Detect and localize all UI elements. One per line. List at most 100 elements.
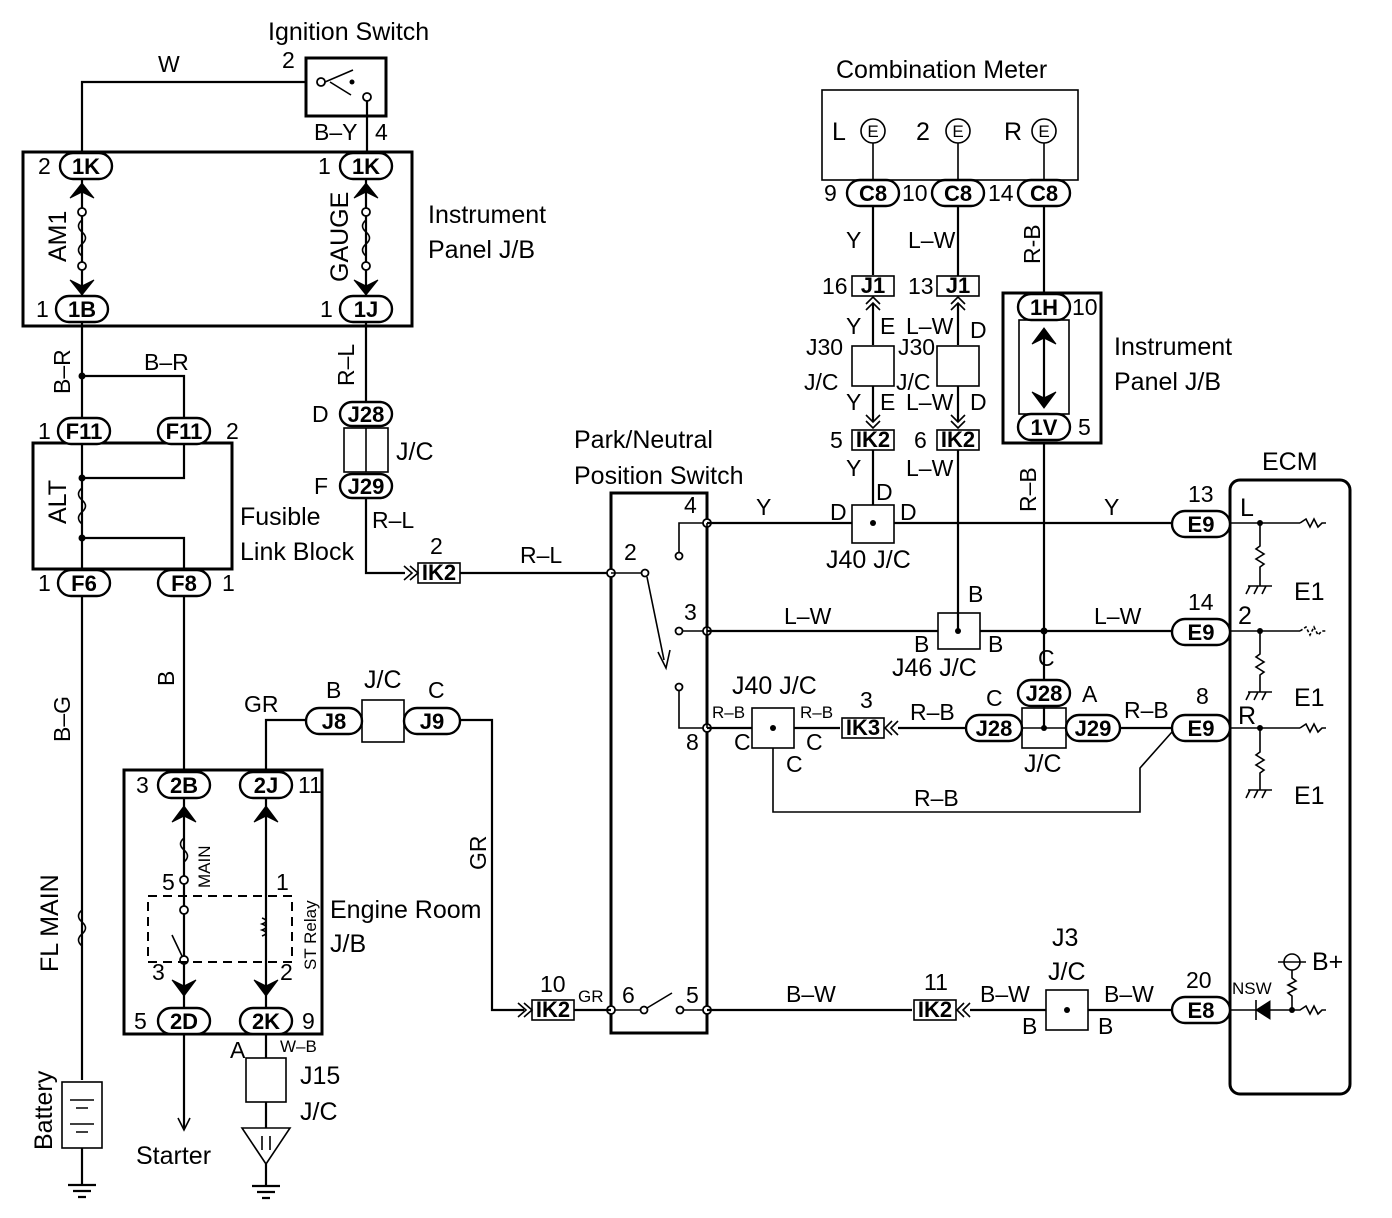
wire-label-b-g: B–G <box>49 696 75 742</box>
connector-arrow <box>865 295 881 311</box>
park-neutral-label: Position Switch <box>574 462 744 490</box>
pullup-resistor <box>1286 970 1298 1010</box>
connector-label: J1 <box>861 273 885 298</box>
fuse-label-fl-main: FL MAIN <box>36 874 64 972</box>
connector-f11 <box>56 416 112 446</box>
pin-label: C <box>806 729 823 755</box>
pin-label: C <box>428 677 445 703</box>
junction-connector-j15 <box>245 1057 287 1103</box>
pin-label: B <box>914 631 929 657</box>
connector-label: IK2 <box>422 560 456 585</box>
jc-label: J/C <box>804 369 839 395</box>
pin-label: B <box>326 677 341 703</box>
pin-label: 2 <box>226 418 239 444</box>
terminal-arrow <box>69 279 95 296</box>
pin-label: 5 <box>1078 414 1091 440</box>
starter-arrow-icon <box>177 1117 191 1132</box>
wire-label-r-l: R–L <box>333 344 359 386</box>
wire-w <box>80 80 306 153</box>
ecm-ground-label: E1 <box>1294 578 1325 606</box>
pin-label: 4 <box>684 492 697 518</box>
switch-contact <box>674 551 684 561</box>
wire-label-b-w: B–W <box>786 981 836 1007</box>
combination-meter-label: Combination Meter <box>836 56 1047 84</box>
pin-label: 8 <box>1196 683 1209 709</box>
connector-label: 1H <box>1030 295 1058 320</box>
terminal-arrow <box>171 979 197 997</box>
terminal-arrow <box>69 182 95 199</box>
connector-arrow <box>403 565 420 581</box>
junction-dot <box>78 534 86 542</box>
wire-label-y: Y <box>846 313 861 339</box>
fusible-link-label: Link Block <box>240 538 354 566</box>
pin-label: C <box>734 729 751 755</box>
fuse-am1-icon <box>77 219 87 257</box>
wire-label-r-l: R–L <box>372 507 414 533</box>
junction-dot <box>1064 1007 1070 1013</box>
fuse-terminal <box>179 875 189 885</box>
wire-label-y: Y <box>846 227 861 253</box>
lamp-label: R <box>1004 118 1022 146</box>
connector-label: IK2 <box>941 427 975 452</box>
terminal-arrow <box>353 182 379 199</box>
pin-label: 5 <box>686 982 699 1008</box>
wire-label-b-r: B–R <box>49 349 75 394</box>
connector-label: 2J <box>254 773 278 798</box>
switch-contact <box>675 1005 685 1015</box>
instrument-panel-jb-label: Instrument <box>428 201 546 229</box>
pin-label: 1 <box>276 869 289 895</box>
wire-label-w-b: W–B <box>280 1037 317 1056</box>
junction-connector-box <box>936 345 980 387</box>
instrument-panel-jb-label: Panel J/B <box>428 236 535 264</box>
battery-label: Battery <box>30 1070 58 1150</box>
wire-label-r-b: R–B <box>1015 467 1041 512</box>
fuse-fl-main-icon <box>77 909 87 947</box>
connector-label: 2K <box>252 1009 280 1034</box>
pin-label: 2 <box>430 533 443 559</box>
connector-label: J1 <box>946 273 970 298</box>
jc-label: J/C <box>300 1098 338 1126</box>
jc-label: J15 <box>300 1062 340 1090</box>
jc-label: J30 <box>898 334 935 360</box>
connector-j28 <box>1016 678 1072 708</box>
wire-label-r-b: R–B <box>914 785 959 811</box>
junction-dot <box>78 372 86 380</box>
contact-wire <box>678 522 707 552</box>
ecm-ground-label: E1 <box>1294 782 1325 810</box>
battery-box <box>61 1081 103 1149</box>
connector-label: C8 <box>944 181 972 206</box>
pin-label: 8 <box>686 729 699 755</box>
connector-label: E9 <box>1188 620 1215 645</box>
park-neutral-label: Park/Neutral <box>574 426 713 454</box>
contact-wire <box>678 691 707 729</box>
wire-label-y: Y <box>756 494 771 520</box>
connector-label: IK2 <box>856 427 890 452</box>
pin-label: 2 <box>624 539 637 565</box>
nsw-switch-arm <box>615 992 703 1011</box>
connector-label: 1K <box>72 154 100 179</box>
pin-label: 1 <box>320 296 333 322</box>
junction-dot <box>955 628 961 634</box>
park-neutral-switch-box <box>609 491 709 1035</box>
fuse-label-gauge: GAUGE <box>326 192 354 282</box>
wire-label-y: Y <box>1104 494 1119 520</box>
relay-coil-icon <box>259 917 267 937</box>
wire-label-l-w: L–W <box>784 603 832 629</box>
pin-label: 4 <box>375 119 388 145</box>
pin-label: E <box>880 313 895 339</box>
connector-label: J9 <box>420 709 444 734</box>
connector-arrow <box>865 414 881 430</box>
connector-1v <box>1016 412 1072 442</box>
pin-label: D <box>970 317 987 343</box>
connector-j28 <box>338 400 394 428</box>
ignition-switch-box <box>304 56 388 118</box>
ground-icon <box>68 1148 96 1199</box>
wire-label-b-y: B–Y <box>314 119 357 145</box>
junction-connector-box <box>851 345 895 387</box>
wire-label-y: Y <box>846 389 861 415</box>
ecm-terminal-label: R <box>1238 702 1256 730</box>
pin-label: 3 <box>152 959 165 985</box>
wire-r-b-shield <box>772 731 1173 813</box>
relay-contact <box>179 905 189 915</box>
